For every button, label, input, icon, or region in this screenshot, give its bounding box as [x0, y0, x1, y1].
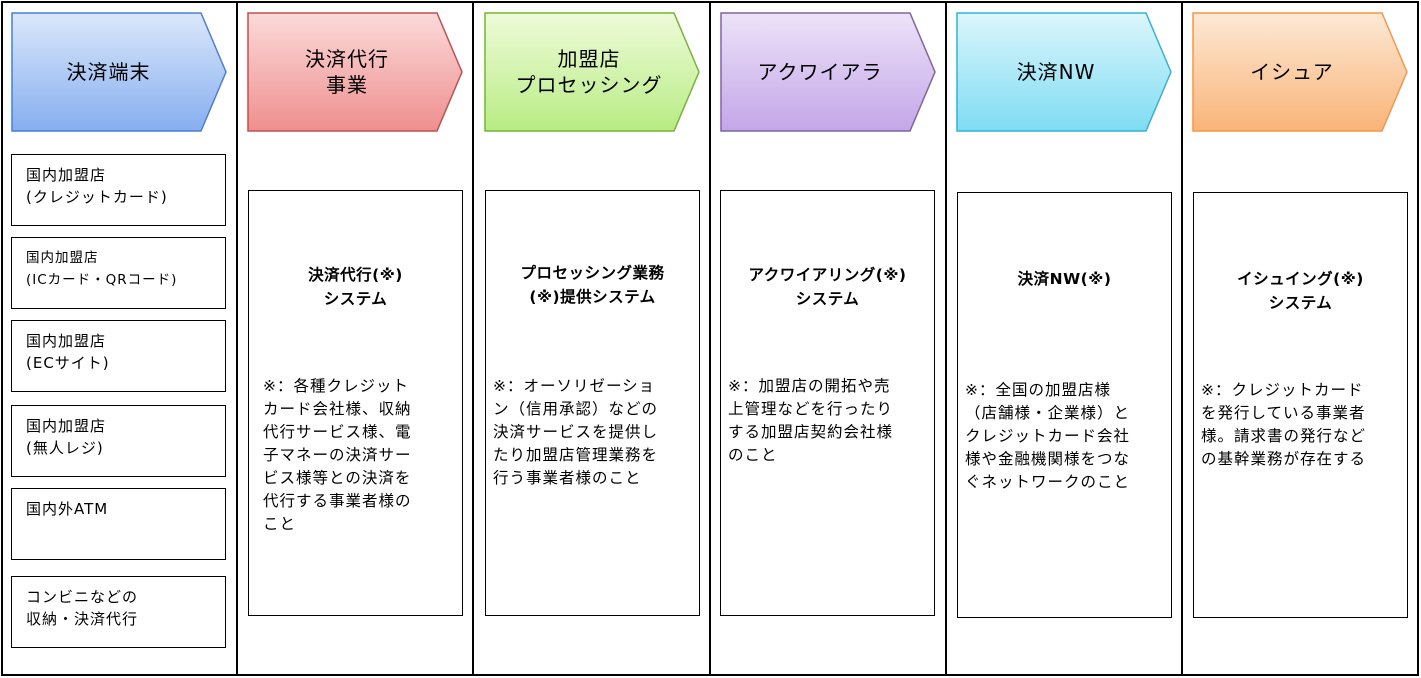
- system-title: イシュイング(※) システム: [1237, 270, 1364, 312]
- terminal-box: 国内加盟店 (ICカード・QRコード): [11, 237, 226, 309]
- header-label: アクワイアラ: [757, 60, 883, 84]
- terminal-box: コンビニなどの 収納・決済代行: [11, 576, 226, 648]
- terminal-box: 国内加盟店 (無人レジ): [11, 405, 226, 477]
- system-box: イシュイング(※) システム ※：クレジットカード を発行している事業者 様。請…: [1193, 192, 1408, 618]
- column-issuer: イシュア イシュイング(※) システム ※：クレジットカード を発行している事業…: [1192, 0, 1412, 678]
- column-divider: [236, 1, 238, 676]
- system-note: ※：クレジットカード を発行している事業者 様。請求書の発行など の基幹業務が存…: [1201, 381, 1367, 468]
- terminal-label: 国内加盟店 (ECサイト): [26, 332, 110, 372]
- header-chevron: [1192, 12, 1408, 132]
- terminal-label: 国内外ATM: [26, 500, 109, 518]
- terminal-label: 国内加盟店 (無人レジ): [26, 417, 107, 457]
- system-box: プロセッシング業務 (※)提供システム ※：オーソリゼーショ ン（信用承認）など…: [485, 190, 700, 616]
- column-merchant-processing: 加盟店 プロセッシング プロセッシング業務 (※)提供システム ※：オーソリゼー…: [484, 0, 704, 678]
- column-divider: [472, 1, 474, 676]
- terminal-label: コンビニなどの 収納・決済代行: [26, 588, 139, 628]
- system-note: ※：全国の加盟店様 （店舗様・企業様）と クレジットカード会社 様や金融機関様を…: [965, 381, 1131, 491]
- system-title: プロセッシング業務 (※)提供システム: [520, 264, 665, 306]
- column-divider: [945, 1, 947, 676]
- header-label: イシュア: [1250, 60, 1334, 84]
- column-payment-terminal: 決済端末 国内加盟店 (クレジットカード) 国内加盟店 (ICカード・QRコード…: [11, 0, 231, 678]
- system-box: アクワイアリング(※) システム ※：加盟店の開拓や売 上管理などを行ったり す…: [720, 190, 935, 616]
- system-note: ※：加盟店の開拓や売 上管理などを行ったり する加盟店契約会社様 のこと: [728, 377, 894, 464]
- terminal-label: 国内加盟店 (クレジットカード): [26, 166, 168, 206]
- system-title: 決済NW(※): [1017, 270, 1112, 288]
- system-title: アクワイアリング(※) システム: [748, 266, 907, 308]
- terminal-box: 国内加盟店 (ECサイト): [11, 320, 226, 392]
- column-payment-agency: 決済代行 事業 決済代行(※) システム ※：各種クレジット カード会社様、収納…: [247, 0, 467, 678]
- system-box: 決済代行(※) システム ※：各種クレジット カード会社様、収納 代行サービス様…: [248, 190, 463, 616]
- system-note: ※：各種クレジット カード会社様、収納 代行サービス様、電 子マネーの決済サー …: [263, 377, 412, 533]
- column-payment-network: 決済NW 決済NW(※) ※：全国の加盟店様 （店舗様・企業様）と クレジットカ…: [956, 0, 1176, 678]
- header-chevron: [956, 12, 1172, 132]
- terminal-label: 国内加盟店 (ICカード・QRコード): [26, 250, 178, 288]
- header-label: 決済代行 事業: [305, 47, 389, 97]
- header-label: 決済NW: [1016, 60, 1096, 84]
- column-divider: [1181, 1, 1183, 676]
- column-acquirer: アクワイアラ アクワイアリング(※) システム ※：加盟店の開拓や売 上管理など…: [720, 0, 940, 678]
- column-divider: [709, 1, 711, 676]
- header-chevron: [247, 12, 463, 132]
- header-chevron: [720, 12, 936, 132]
- header-label: 決済端末: [66, 60, 151, 84]
- terminal-box: 国内加盟店 (クレジットカード): [11, 154, 226, 226]
- system-box: 決済NW(※) ※：全国の加盟店様 （店舗様・企業様）と クレジットカード会社 …: [957, 192, 1172, 618]
- terminal-box: 国内外ATM: [11, 488, 226, 560]
- header-chevron: [484, 12, 700, 132]
- system-note: ※：オーソリゼーショ ン（信用承認）などの 決済サービスを提供し たり加盟店管理…: [493, 377, 659, 487]
- header-label: 加盟店 プロセッシング: [515, 47, 663, 97]
- header-chevron: [11, 12, 227, 132]
- system-title: 決済代行(※) システム: [308, 266, 403, 308]
